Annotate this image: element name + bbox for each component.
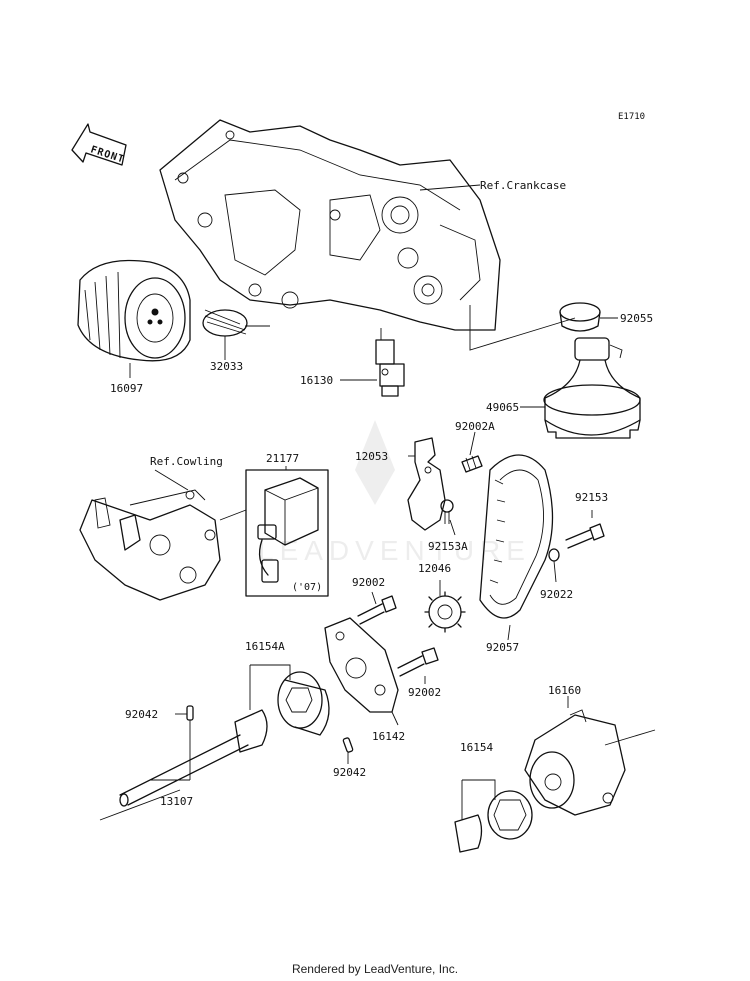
part-16097-label: 16097 <box>110 382 143 395</box>
bolt-92002A <box>461 455 483 473</box>
part-13107-label: 13107 <box>160 795 193 808</box>
oil-filter-16097 <box>77 259 191 362</box>
pump-cover-16160 <box>524 709 626 816</box>
crankcase-drawing <box>159 119 576 351</box>
part-92042-left-label: 92042 <box>125 708 158 721</box>
front-label: FRONT <box>89 144 126 165</box>
cowling-bracket <box>79 489 221 601</box>
part-92002-lower-label: 92002 <box>408 686 441 699</box>
front-arrow-icon: FRONT <box>71 123 127 166</box>
part-92153-label: 92153 <box>575 491 608 504</box>
part-92042-middle-label: 92042 <box>333 766 366 779</box>
bolt-92153A <box>440 499 454 524</box>
part-16130-label: 16130 <box>300 374 333 387</box>
pin-92042-left <box>186 705 194 721</box>
shaft-13107 <box>119 734 249 807</box>
part-92153A-label: 92153A <box>428 540 468 553</box>
sprocket-12046 <box>424 591 466 633</box>
part-16154-label: 16154 <box>460 741 493 754</box>
part-16142-label: 16142 <box>372 730 405 743</box>
part-12053-label: 12053 <box>355 450 388 463</box>
relay-21177 <box>257 477 319 583</box>
diagram-code: E1710 <box>618 112 645 122</box>
rotor-16154 <box>454 790 533 853</box>
part-21177-box <box>245 469 329 597</box>
ref-cowling-label: Ref.Cowling <box>150 455 223 468</box>
bolt-92002-upper <box>357 595 397 625</box>
pin-92042-middle <box>342 737 354 753</box>
ref-crankcase-label: Ref.Crankcase <box>480 179 566 192</box>
strainer-49065 <box>543 337 641 439</box>
fitting-32033 <box>202 309 248 337</box>
part-92055-label: 92055 <box>620 312 653 325</box>
part-92002A-label: 92002A <box>455 420 495 433</box>
cap-92055 <box>559 302 601 332</box>
part-92002-upper-label: 92002 <box>352 576 385 589</box>
rotor-16154A <box>234 671 330 753</box>
part-92057-label: 92057 <box>486 641 519 654</box>
footer-credit: Rendered by LeadVenture, Inc. <box>291 962 459 976</box>
part-16160-label: 16160 <box>548 684 581 697</box>
bolt-92153 <box>565 523 605 549</box>
bolt-92002-lower <box>397 647 439 677</box>
part-07-label: ('07) <box>292 582 322 593</box>
watermark-text: LEADVENTURE <box>258 535 531 566</box>
part-12046-label: 12046 <box>418 562 451 575</box>
oil-pump-body-16142 <box>324 617 399 713</box>
part-16154A-label: 16154A <box>245 640 285 653</box>
part-92022-label: 92022 <box>540 588 573 601</box>
leadventure-watermark: LEADVENTURE <box>258 420 531 566</box>
part-21177-label: 21177 <box>266 452 299 465</box>
washer-92022 <box>548 548 560 562</box>
chain-92057 <box>479 454 554 619</box>
oil-pressure-switch-16130 <box>375 339 405 397</box>
chain-guide-12053 <box>407 437 446 531</box>
part-32033-label: 32033 <box>210 360 243 373</box>
part-49065-label: 49065 <box>486 401 519 414</box>
